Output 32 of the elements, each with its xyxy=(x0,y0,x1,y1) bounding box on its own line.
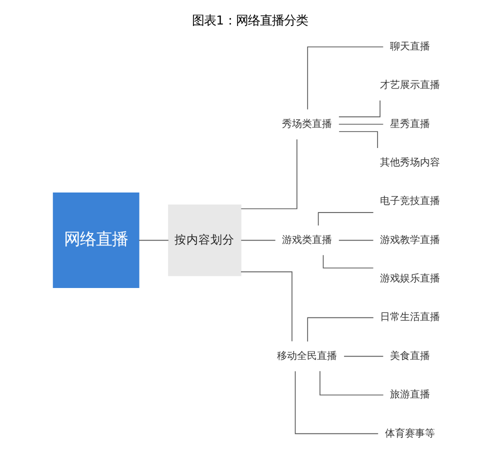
node-text: 游戏教学直播 xyxy=(380,234,440,246)
node-text: 游戏娱乐直播 xyxy=(380,274,440,285)
node-text: 才艺展示直播 xyxy=(380,80,440,92)
node-text: 移动全民直播 xyxy=(276,350,337,362)
connector xyxy=(240,240,276,241)
connector xyxy=(306,46,384,110)
node-text: 星秀直播 xyxy=(390,118,430,130)
node-text: 其他秀场内容 xyxy=(380,157,440,168)
connector xyxy=(240,271,292,342)
node-text: 日常生活直播 xyxy=(380,312,440,324)
node-text: 聊天直播 xyxy=(390,41,430,52)
connector xyxy=(322,254,374,268)
connector xyxy=(138,240,168,241)
diagram-title: 图表1：网络直播分类 xyxy=(192,14,308,28)
connector xyxy=(338,124,384,125)
connector xyxy=(240,138,297,210)
connector xyxy=(319,370,384,396)
node-text: 美食直播 xyxy=(390,350,430,362)
connector xyxy=(294,370,378,434)
node-text: 电子竞技直播 xyxy=(380,196,440,208)
node-box: 按内容划分 xyxy=(168,204,241,276)
node-text: 旅游直播 xyxy=(390,390,430,401)
connector xyxy=(306,317,374,342)
node-text: 秀场类直播 xyxy=(282,118,332,130)
connector xyxy=(338,100,380,118)
node-box: 网络直播 xyxy=(52,192,139,288)
connector xyxy=(317,212,374,226)
node-text: 游戏类直播 xyxy=(282,234,332,246)
connector xyxy=(338,240,374,241)
connector xyxy=(338,131,378,148)
connector xyxy=(343,356,384,357)
node-text: 体育赛事等 xyxy=(384,428,435,440)
